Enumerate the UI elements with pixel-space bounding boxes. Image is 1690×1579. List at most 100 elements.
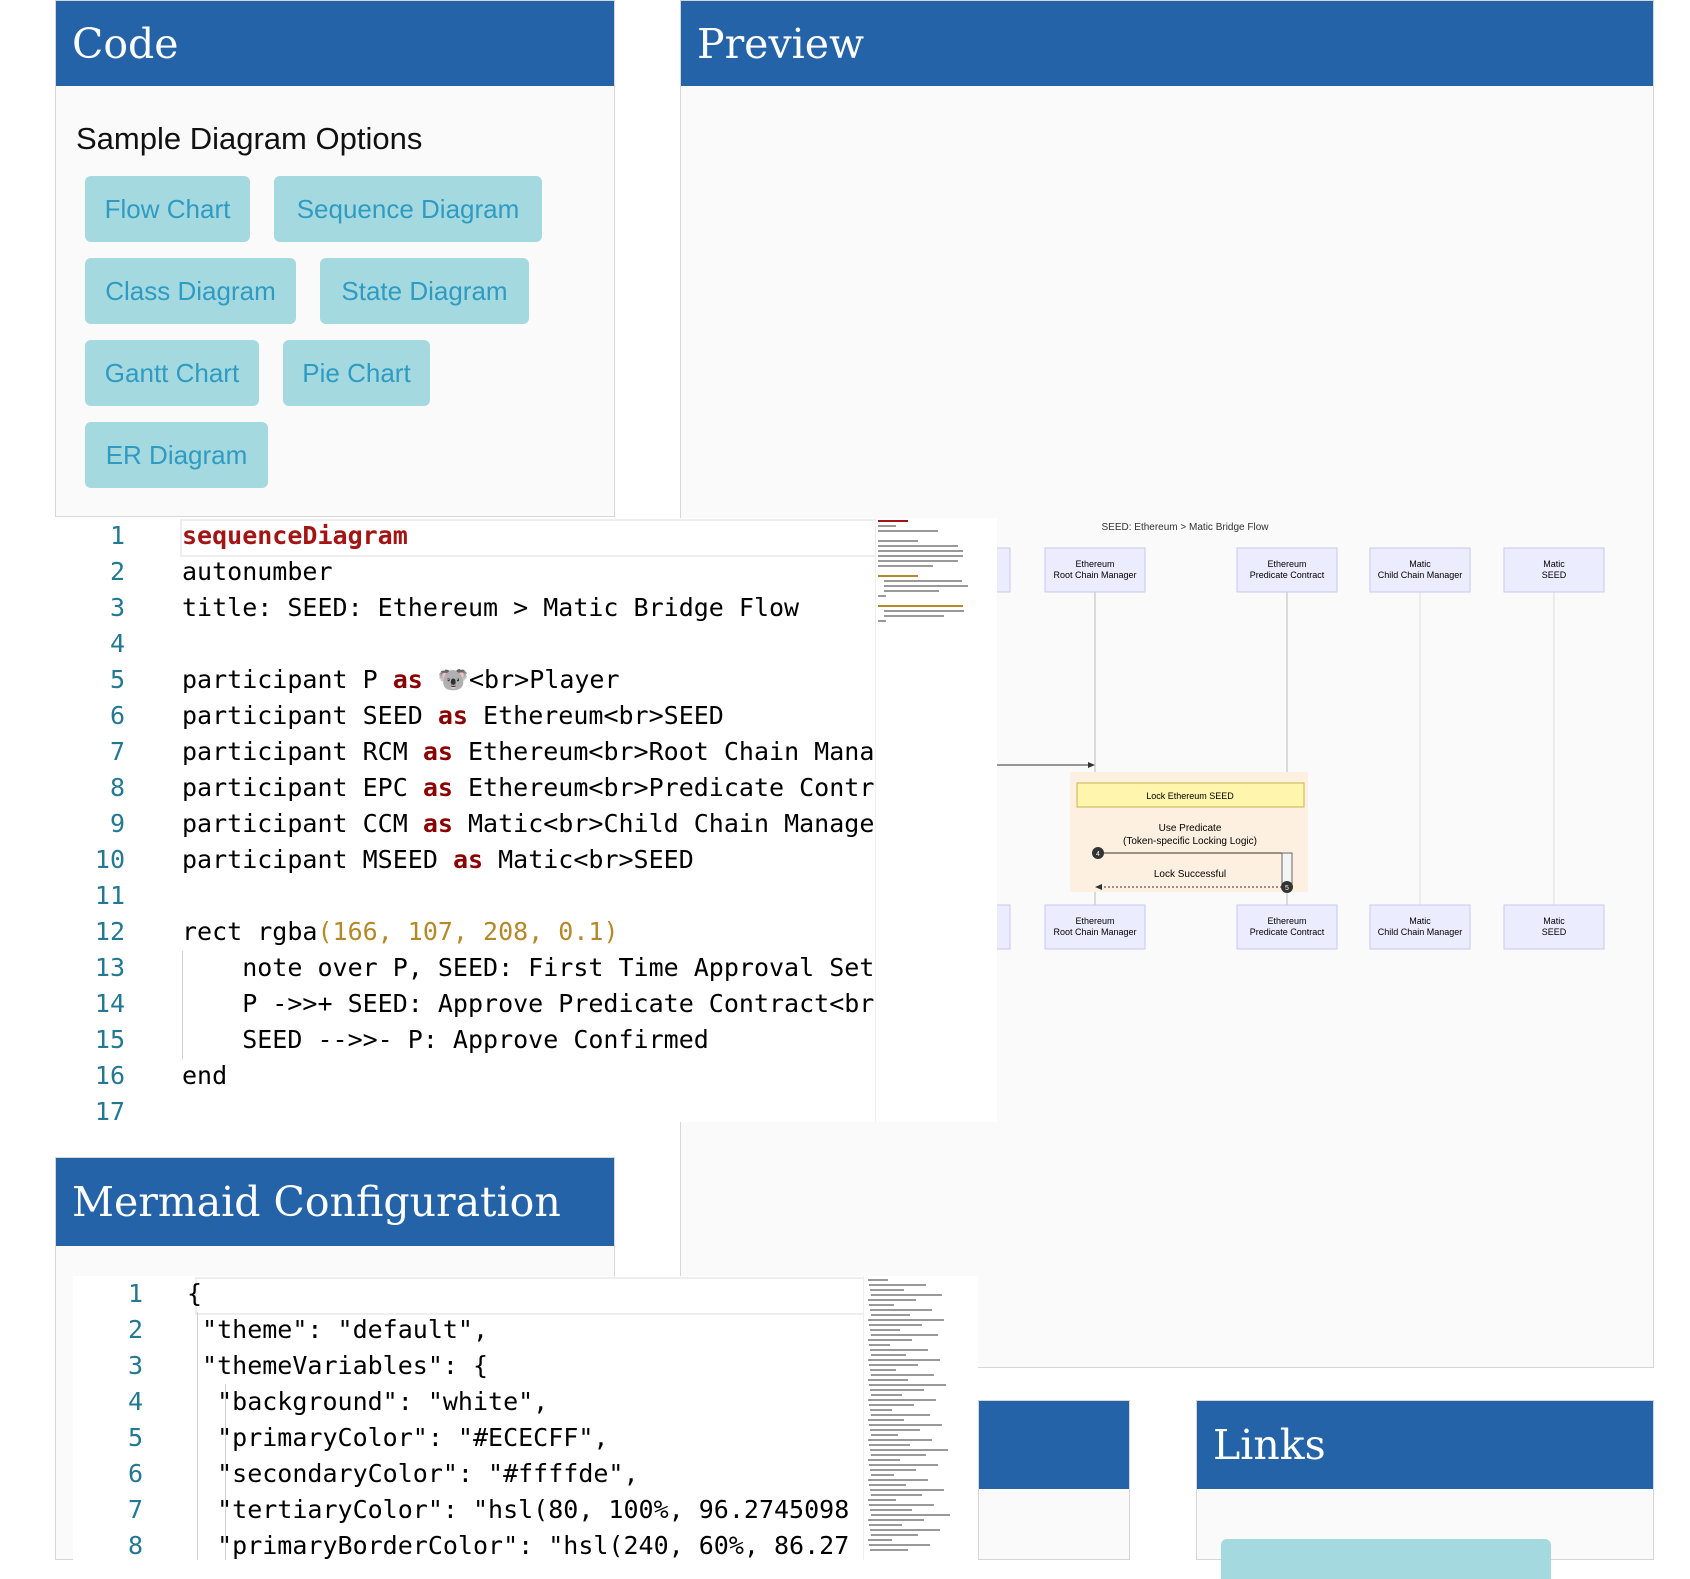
svg-text:Root Chain Manager: Root Chain Manager [1053, 927, 1136, 937]
line-number: 2 [109, 557, 125, 586]
minimap-bar [869, 1524, 902, 1526]
pie-chart-button[interactable]: Pie Chart [283, 340, 430, 406]
participant-epc-bottom: Ethereum Predicate Contract [1236, 904, 1338, 950]
code-text: participant SEED as Ethereum<br>SEED [182, 701, 724, 730]
line-number: 12 [94, 917, 125, 946]
line-number: 6 [109, 701, 125, 730]
line-number: 1 [127, 1279, 143, 1308]
code-text: "tertiaryColor": "hsl(80, 100%, 96.27450… [187, 1495, 850, 1524]
minimap-bar [869, 1444, 910, 1446]
minimap-bar [869, 1364, 918, 1366]
line-number: 7 [109, 737, 125, 766]
minimap-bar [869, 1324, 922, 1326]
minimap-bar [871, 1354, 906, 1356]
minimap-bar [868, 1339, 912, 1341]
minimap-bar [868, 1499, 896, 1501]
minimap-bar [868, 1279, 888, 1281]
code-text: sequenceDiagram [182, 521, 408, 550]
code-text: participant EPC as Ethereum<br>Predicate… [182, 773, 905, 802]
minimap-bar [869, 1404, 914, 1406]
minimap-content [878, 520, 969, 622]
links-button[interactable] [1221, 1539, 1551, 1579]
minimap-bar [868, 1419, 904, 1421]
minimap-bar [868, 1379, 908, 1381]
flow-chart-button[interactable]: Flow Chart [85, 176, 250, 242]
minimap-bar [869, 1504, 934, 1506]
line-number: 8 [127, 1531, 143, 1560]
minimap-bar [868, 1299, 916, 1301]
svg-text:Matic: Matic [1543, 916, 1565, 926]
svg-text:Child Chain Manager: Child Chain Manager [1378, 570, 1463, 580]
config-current-line-highlight [195, 1277, 939, 1315]
code-text: P ->>+ SEED: Approve Predicate Contract<… [182, 989, 904, 1018]
minimap-bar [869, 1484, 906, 1486]
line-number: 15 [94, 1025, 125, 1054]
config-panel-title: Mermaid Configuration [72, 1178, 561, 1226]
minimap-bar [868, 1539, 892, 1541]
minimap-bar [870, 1389, 924, 1391]
message-lock-successful: Lock Successful [1154, 869, 1226, 880]
minimap-bar [868, 1399, 936, 1401]
code-text: note over P, SEED: First Time Approval S… [182, 953, 905, 982]
state-diagram-button[interactable]: State Diagram [320, 258, 529, 324]
line-number: 17 [94, 1097, 125, 1122]
minimap-bar [871, 1414, 930, 1416]
code-minimap[interactable] [875, 518, 969, 1122]
arrowhead-rcm [1088, 762, 1095, 768]
svg-text:Ethereum: Ethereum [1075, 559, 1114, 569]
step-4-badge [1092, 847, 1104, 859]
sequence-diagram-button[interactable]: Sequence Diagram [274, 176, 542, 242]
minimap-bar [871, 1294, 942, 1296]
svg-text:Predicate Contract: Predicate Contract [1250, 927, 1325, 937]
code-text: title: SEED: Ethereum > Matic Bridge Flo… [182, 593, 800, 622]
message-locking-logic: (Token-specific Locking Logic) [1123, 836, 1257, 847]
participant-ccm-top: Matic Child Chain Manager [1369, 547, 1471, 593]
config-minimap[interactable] [863, 1276, 954, 1560]
code-text: end [182, 1061, 228, 1090]
code-text: "background": "white", [187, 1387, 549, 1416]
class-diagram-button[interactable]: Class Diagram [85, 258, 296, 324]
minimap-bar [870, 1549, 908, 1551]
step-4-number: 4 [1096, 851, 1100, 858]
participant-rcm-top: Ethereum Root Chain Manager [1044, 547, 1146, 593]
gantt-chart-button[interactable]: Gantt Chart [85, 340, 259, 406]
code-panel-title: Code [72, 19, 179, 68]
return-arrowhead [1095, 884, 1102, 890]
config-editor[interactable]: 1{2 "theme": "default",3 "themeVariables… [73, 1276, 978, 1560]
line-number: 1 [109, 521, 125, 550]
minimap-bar [868, 1479, 928, 1481]
minimap-bar [870, 1349, 928, 1351]
minimap-bar [870, 1369, 896, 1371]
participant-rcm-bottom: Ethereum Root Chain Manager [1044, 904, 1146, 950]
preview-panel-header: Preview [681, 1, 1653, 86]
participant-mseed-top: Matic SEED [1503, 547, 1605, 593]
minimap-bar [870, 1469, 916, 1471]
diagram-title: SEED: Ethereum > Matic Bridge Flow [1101, 522, 1269, 533]
minimap-bar [870, 1429, 920, 1431]
minimap-bar [870, 1329, 900, 1331]
minimap-bar [871, 1314, 910, 1316]
minimap-bar [871, 1514, 950, 1516]
minimap-bar [871, 1374, 934, 1376]
minimap-bar [870, 1449, 948, 1451]
links-panel-title: Links [1213, 1421, 1326, 1469]
note-lock-ethereum-seed [1076, 782, 1305, 808]
code-text: rect rgba(166, 107, 208, 0.1) [182, 917, 619, 946]
line-number: 13 [94, 953, 125, 982]
step-5-number: 5 [1285, 885, 1289, 892]
er-diagram-button[interactable]: ER Diagram [85, 422, 268, 488]
minimap-bar [871, 1474, 894, 1476]
line-number: 7 [127, 1495, 143, 1524]
minimap-bar [870, 1489, 944, 1491]
svg-text:SEED: SEED [1542, 570, 1567, 580]
line-number: 16 [94, 1061, 125, 1090]
code-panel: Code Sample Diagram Options Flow Chart S… [55, 0, 615, 517]
minimap-bar [869, 1304, 894, 1306]
minimap-bar [869, 1284, 926, 1286]
svg-text:Child Chain Manager: Child Chain Manager [1378, 927, 1463, 937]
line-number: 3 [127, 1351, 143, 1380]
minimap-bar [868, 1439, 932, 1441]
minimap-bar [870, 1309, 932, 1311]
minimap-bar [871, 1434, 898, 1436]
